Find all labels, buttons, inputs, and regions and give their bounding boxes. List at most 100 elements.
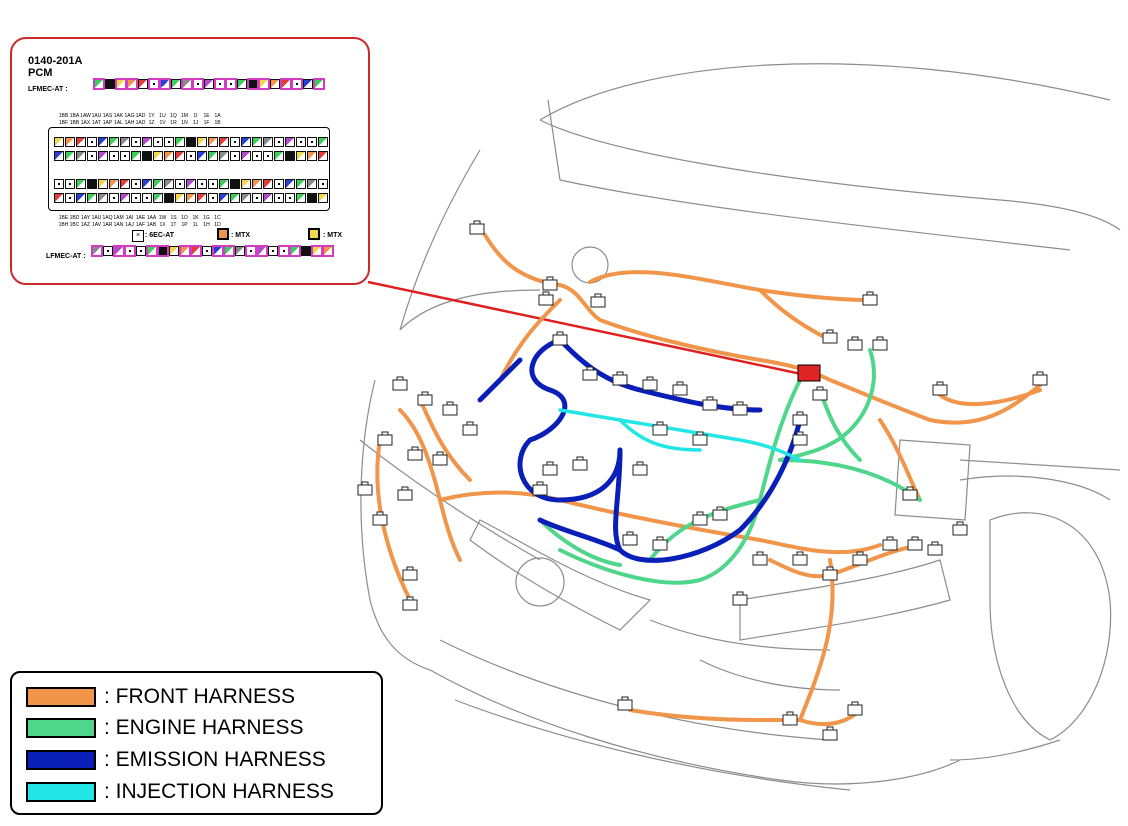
mtx-label: : MTX [231,232,251,239]
connector-pin [54,179,64,189]
connector-name: PCM [28,67,53,79]
connector-pin [87,151,97,161]
connector-pin [307,179,317,189]
connector-code: 0140-201A [28,55,83,67]
connector-pin [274,179,284,189]
connector-pin [113,245,125,257]
pin-number: 1L [192,222,199,228]
connector-plug-icon [469,220,485,235]
connector-plug-icon [357,481,373,496]
connector-pin [142,179,152,189]
connector-pin [274,137,284,147]
connector-plug-icon [862,291,878,306]
connector-plug-icon [792,551,808,566]
connector-plug-icon [902,486,918,501]
pin-number: 1AJ [125,222,134,228]
legend-label: : INJECTION HARNESS [104,779,334,803]
pin-number: 1V [159,120,166,126]
connector-pin [263,193,273,203]
connector-pin [175,179,185,189]
connector-plug-icon [672,381,688,396]
connector-pin [186,137,196,147]
pin-number: 1S [170,215,177,221]
pin-number: 1C [214,215,221,221]
pin-number: 1K [192,215,199,221]
pin-number: 1Y [148,113,155,119]
connector-plug-icon [702,396,718,411]
pin-number: 1AG [124,113,135,119]
connector-plug-icon [692,511,708,526]
connector-pin [164,179,174,189]
pcm-connector[interactable] [797,364,821,382]
connector-pin [175,193,185,203]
pin-number: 1BA [69,113,80,119]
connector-plug-icon [822,726,838,741]
connector-pin [278,245,290,257]
legend-item-emission: : EMISSION HARNESS [26,747,326,772]
connector-pin [258,78,270,90]
connector-pin [186,179,196,189]
legend-label: : ENGINE HARNESS [104,715,304,739]
pin-number: 1M [181,113,188,119]
connector-pin [202,246,212,256]
pin-number: 1AP [102,120,113,126]
connector-pin [322,245,334,257]
connector-pin [76,179,86,189]
connector-pin [296,151,306,161]
connector-pin [296,193,306,203]
connector-pin [230,151,240,161]
connector-pin [208,179,218,189]
connector-pin [109,137,119,147]
connector-pin [241,137,251,147]
connector-pin [120,193,130,203]
pin-number: 1AU [91,215,102,221]
legend-label: : EMISSION HARNESS [104,747,326,771]
connector-pin [76,193,86,203]
legend-swatch [26,686,96,707]
connector-pin [230,137,240,147]
connector-pin [318,193,328,203]
connector-pin [208,151,218,161]
legend-swatch [26,749,96,770]
connector-plug-icon [582,366,598,381]
connector-plug-icon [852,551,868,566]
connector-pin [171,79,181,89]
connector-plug-icon [847,701,863,716]
connector-pin [142,193,152,203]
pin-number: 1AL [114,120,123,126]
connector-plug-icon [542,276,558,291]
connector-plug-icon [822,329,838,344]
connector-pin [214,78,226,90]
connector-plug-icon [732,591,748,606]
connector-pin [131,137,141,147]
connector-plug-icon [812,386,828,401]
connector-pin [164,137,174,147]
connector-pin [230,193,240,203]
connector-pin [274,193,284,203]
connector-pin [270,79,280,89]
connector-pin [109,193,119,203]
pin-number: 1AT [92,120,101,126]
connector-plug-icon [392,376,408,391]
legend-item-engine: : ENGINE HARNESS [26,715,304,740]
pin-number: 1AV [91,222,102,228]
pin-number: 1AF [135,222,146,228]
pin-number: 1AR [102,222,113,228]
connector-pin [175,137,185,147]
connector-pin [159,78,171,90]
pin-number: 1AD [135,113,146,119]
connector-pin [285,137,295,147]
pin-number: 1H [203,222,210,228]
pin-number: 1N [181,120,188,126]
connector-plug-icon [572,456,588,471]
connector-pin [157,245,169,257]
connector-pin [307,151,317,161]
connector-pin [98,193,108,203]
pin-row-bottom-variant [91,245,334,257]
pin-row-2 [54,151,329,161]
connector-plug-icon [782,711,798,726]
connector-pin [142,137,152,147]
connector-pin [212,245,224,257]
pin-number: 1B [214,120,221,126]
